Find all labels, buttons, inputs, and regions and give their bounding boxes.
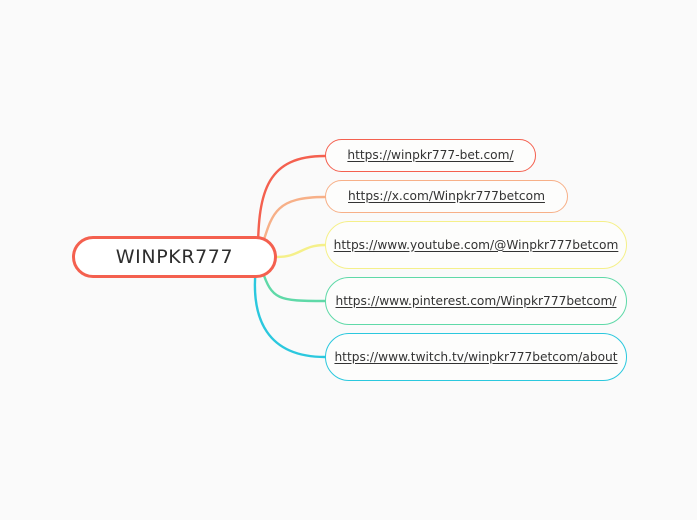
- child-node-4[interactable]: https://www.pinterest.com/Winpkr777betco…: [325, 277, 627, 325]
- child-node-1-link[interactable]: https://winpkr777-bet.com/: [347, 148, 514, 162]
- connector-branch-5: [253, 264, 327, 359]
- child-node-4-link[interactable]: https://www.pinterest.com/Winpkr777betco…: [335, 293, 617, 308]
- child-node-5-link[interactable]: https://www.twitch.tv/winpkr777betcom/ab…: [334, 349, 618, 364]
- child-node-2[interactable]: https://x.com/Winpkr777betcom: [325, 180, 568, 213]
- child-node-3[interactable]: https://www.youtube.com/@Winpkr777betcom: [325, 221, 627, 269]
- root-node[interactable]: WINPKR777: [72, 236, 277, 278]
- child-node-2-link[interactable]: https://x.com/Winpkr777betcom: [348, 189, 545, 203]
- connector-branch-2: [260, 195, 327, 248]
- connector-branch-3: [275, 243, 327, 259]
- root-node-label: WINPKR777: [115, 246, 234, 268]
- child-node-3-link[interactable]: https://www.youtube.com/@Winpkr777betcom: [333, 237, 619, 252]
- connector-branch-4: [260, 268, 327, 303]
- child-node-1[interactable]: https://winpkr777-bet.com/: [325, 139, 536, 172]
- child-node-5[interactable]: https://www.twitch.tv/winpkr777betcom/ab…: [325, 333, 627, 381]
- connector-branch-1: [256, 154, 327, 254]
